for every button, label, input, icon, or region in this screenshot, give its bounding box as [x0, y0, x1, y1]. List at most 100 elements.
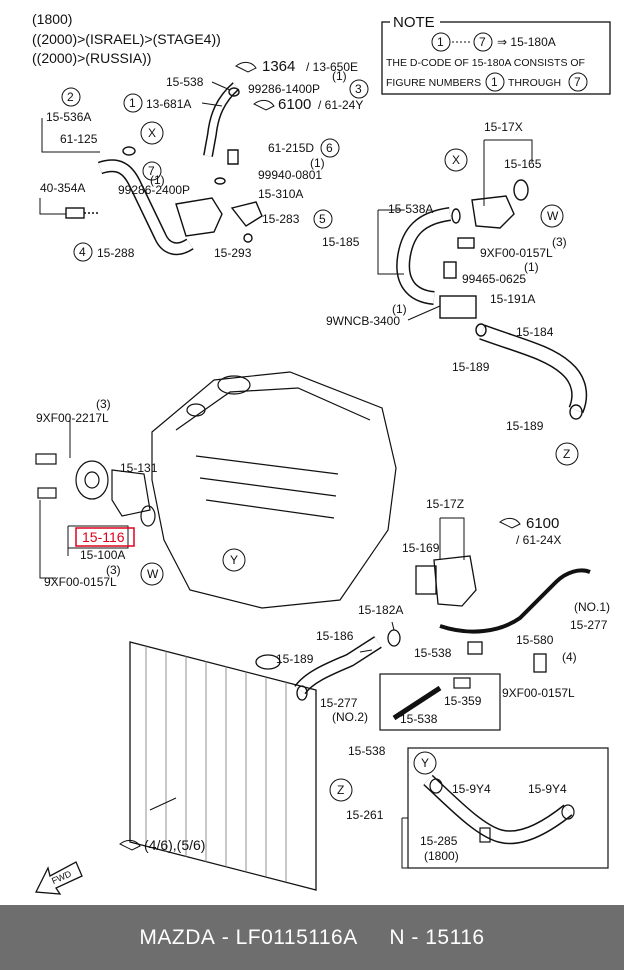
label-61-24x: / 61-24X	[516, 533, 561, 547]
radiator-cap	[255, 654, 281, 670]
pipe-no2-frame	[379, 673, 501, 731]
lower-hose-box	[407, 747, 609, 869]
note-line-3a: FIGURE NUMBERS	[386, 77, 481, 89]
hose-15-185-fill	[397, 208, 451, 304]
label-15-100a: 15-100A	[80, 548, 125, 562]
thermostat-group	[294, 555, 591, 701]
heater-hose-group	[396, 179, 588, 420]
joint-15-191a	[439, 295, 477, 319]
pipe-no2-box	[379, 673, 501, 731]
housing-15-17x	[471, 195, 515, 229]
circle-w-left-text: W	[147, 567, 159, 581]
circle-5-text: 5	[319, 212, 326, 226]
footer-bar: MAZDA - LF0115116A N - 15116	[0, 905, 624, 970]
label-40-354a: 40-354A	[40, 181, 85, 195]
engine-plug	[186, 403, 206, 417]
gasket-15-165	[513, 179, 529, 201]
bolt-99465-0625	[443, 261, 457, 279]
leader-40-354a	[39, 198, 66, 215]
gasket-15-116	[140, 505, 156, 527]
clip-15-9y4-a	[429, 778, 443, 794]
label-15-283: 15-283	[262, 212, 300, 226]
circle-3-text: 3	[355, 82, 362, 96]
circle-w-right	[540, 204, 564, 228]
leader-15-538-top	[211, 81, 231, 91]
circle-y-engine-text: Y	[230, 553, 238, 567]
header-line-1: (1800)	[32, 11, 72, 27]
radiator-core	[129, 641, 317, 891]
valve-61-215d	[227, 149, 239, 165]
label-1-b: (1)	[310, 156, 325, 170]
note-frame	[381, 21, 611, 95]
circle-4-text: 4	[79, 245, 86, 259]
label-15-310a: 15-310A	[258, 187, 303, 201]
label-3-a: (3)	[552, 235, 567, 249]
circle-2-text: 2	[67, 90, 74, 104]
ref-arrow-1364	[235, 61, 257, 73]
label-4-6-5-6: (4/6),(5/6)	[144, 837, 205, 853]
label-15-538-top: 15-538	[166, 75, 204, 89]
radiator-fins	[145, 646, 287, 882]
pipe-15-277-no1	[439, 568, 591, 634]
label-99286-1400p: 99286-1400P	[248, 82, 320, 96]
note-circle-c-text: 1	[491, 75, 498, 89]
note-circle-a-text: 1	[437, 35, 444, 49]
label-15-189-c: 15-189	[276, 652, 314, 666]
engine-block	[35, 371, 397, 609]
label-15-169: 15-169	[402, 541, 440, 555]
circle-7	[142, 161, 162, 181]
circle-x-right	[444, 148, 468, 172]
label-15-277-b: 15-277	[320, 696, 358, 710]
label-15-9y4-b: 15-9Y4	[528, 782, 567, 796]
circle-1-text: 1	[129, 96, 136, 110]
label-15-186: 15-186	[316, 629, 354, 643]
label-13-650e: / 13-650E	[306, 60, 358, 74]
leader-15-536a	[41, 118, 100, 153]
label-no1: (NO.1)	[574, 600, 610, 614]
hose-15-186-fill	[295, 637, 381, 694]
label-15-538a-r: 15-538A	[388, 202, 433, 216]
label-15-288: 15-288	[97, 246, 135, 260]
hose-15-288-fill	[98, 160, 193, 254]
note-box: NOTE 1 7 ⇒ 15-180A THE D-CODE OF 15-180A…	[381, 13, 611, 95]
bolt-9xf00-0157l-b	[37, 487, 57, 499]
hose-15-184-fill	[479, 325, 586, 413]
label-15-17z: 15-17Z	[426, 497, 464, 511]
note-circle-a	[431, 32, 451, 52]
ref-arrow-6100-mid	[499, 517, 521, 529]
note-circle-b-text: 7	[479, 35, 486, 49]
circle-z-right	[555, 442, 579, 466]
circle-w-right-text: W	[547, 209, 559, 223]
bypass-hose-group	[65, 82, 263, 256]
label-1-d: (1)	[524, 260, 539, 274]
header-line-3: ((2000)>(RUSSIA))	[32, 50, 151, 66]
bracket-15-580	[467, 641, 483, 655]
clip-61-125	[122, 146, 136, 156]
label-61-24y: / 61-24Y	[318, 98, 363, 112]
label-15-538-c: 15-538	[348, 744, 386, 758]
label-15-536a: 15-536A	[46, 110, 91, 124]
label-15-165: 15-165	[504, 157, 542, 171]
note-circle-d	[568, 72, 588, 92]
label-15-580: 15-580	[516, 633, 554, 647]
label-1364: 1364	[262, 58, 295, 75]
clip-15-189-a	[475, 323, 487, 337]
label-9xf00-0157l-a: 9XF00-0157L	[480, 246, 553, 260]
leader-radiator	[149, 797, 177, 811]
fitting-15-310a	[230, 201, 263, 227]
label-1-c: (1)	[150, 173, 165, 187]
note-title: NOTE	[393, 14, 435, 31]
footer-brand: MAZDA	[139, 925, 216, 949]
label-15-184: 15-184	[516, 325, 554, 339]
engine-cam-cover	[175, 387, 371, 431]
fwd-arrow-icon: FWD	[34, 861, 83, 895]
engine-outline	[151, 371, 397, 609]
ref-arrow-6100-top	[253, 99, 275, 111]
label-15-131: 15-131	[120, 461, 158, 475]
ref-arrow-radiator	[119, 839, 141, 851]
footer-catalog-number: N - 15116	[389, 925, 485, 949]
leader-15-17z	[439, 517, 465, 560]
engine-ribs	[195, 455, 339, 519]
label-15-261: 15-261	[346, 808, 384, 822]
label-no2: (NO.2)	[332, 710, 368, 724]
